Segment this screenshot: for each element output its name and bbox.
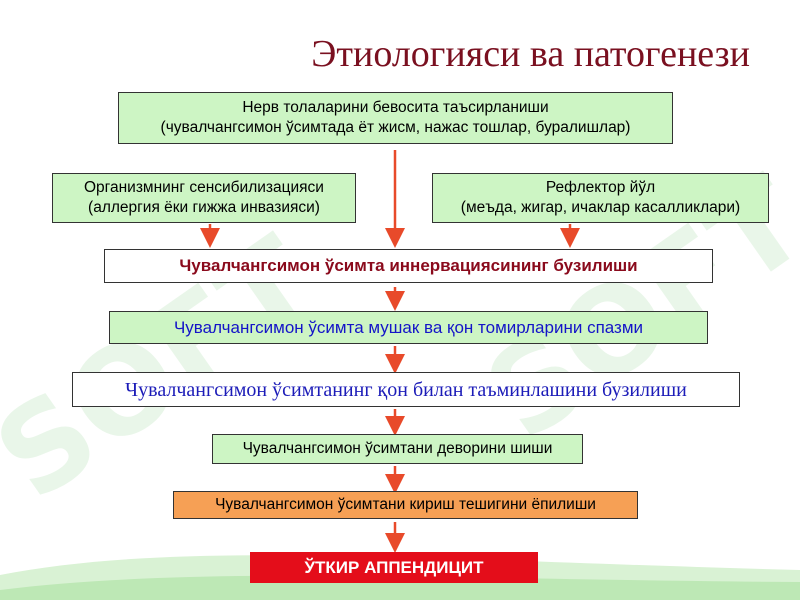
box-wall-edema: Чувалчангсимон ўсимтани деворини шиши bbox=[212, 434, 583, 464]
box-sensitization-line2: (аллергия ёки гижжа инвазияси) bbox=[88, 199, 320, 216]
box-reflex-line1: Рефлектор йўл bbox=[545, 179, 656, 196]
box-lumen-closure: Чувалчангсимон ўсимтани кириш тешигини ё… bbox=[173, 491, 638, 519]
box-spasm: Чувалчангсимон ўсимта мушак ва қон томир… bbox=[109, 311, 708, 344]
box-direct-irritation: Нерв толаларини бевосита таъсирланиши (ч… bbox=[118, 92, 673, 144]
box-reflex: Рефлектор йўл (меъда, жигар, ичаклар кас… bbox=[432, 173, 769, 223]
box-acute-appendicitis-text: ЎТКИР АППЕНДИЦИТ bbox=[304, 557, 484, 577]
box-reflex-line2: (меъда, жигар, ичаклар касалликлари) bbox=[460, 199, 741, 216]
box-acute-appendicitis: ЎТКИР АППЕНДИЦИТ bbox=[250, 552, 538, 583]
box-sensitization-line1: Организмнинг сенсибилизацияси bbox=[84, 179, 324, 196]
box-direct-irritation-line2: (чувалчангсимон ўсимтада ёт жисм, нажас … bbox=[160, 119, 631, 136]
box-sensitization: Организмнинг сенсибилизацияси (аллергия … bbox=[52, 173, 356, 223]
box-innervation-disorder: Чувалчангсимон ўсимта иннервациясининг б… bbox=[104, 249, 713, 283]
box-innervation-disorder-text: Чувалчангсимон ўсимта иннервациясининг б… bbox=[179, 256, 638, 275]
box-wall-edema-text: Чувалчангсимон ўсимтани деворини шиши bbox=[242, 440, 553, 457]
box-blood-supply: Чувалчангсимон ўсимтанинг қон билан таъм… bbox=[72, 372, 740, 407]
page-title: Этиологияси ва патогенези bbox=[311, 33, 750, 75]
box-direct-irritation-line1: Нерв толаларини бевосита таъсирланиши bbox=[242, 99, 549, 116]
box-lumen-closure-text: Чувалчангсимон ўсимтани кириш тешигини ё… bbox=[215, 496, 596, 513]
box-blood-supply-text: Чувалчангсимон ўсимтанинг қон билан таъм… bbox=[125, 378, 687, 401]
box-spasm-text: Чувалчангсимон ўсимта мушак ва қон томир… bbox=[173, 317, 644, 337]
